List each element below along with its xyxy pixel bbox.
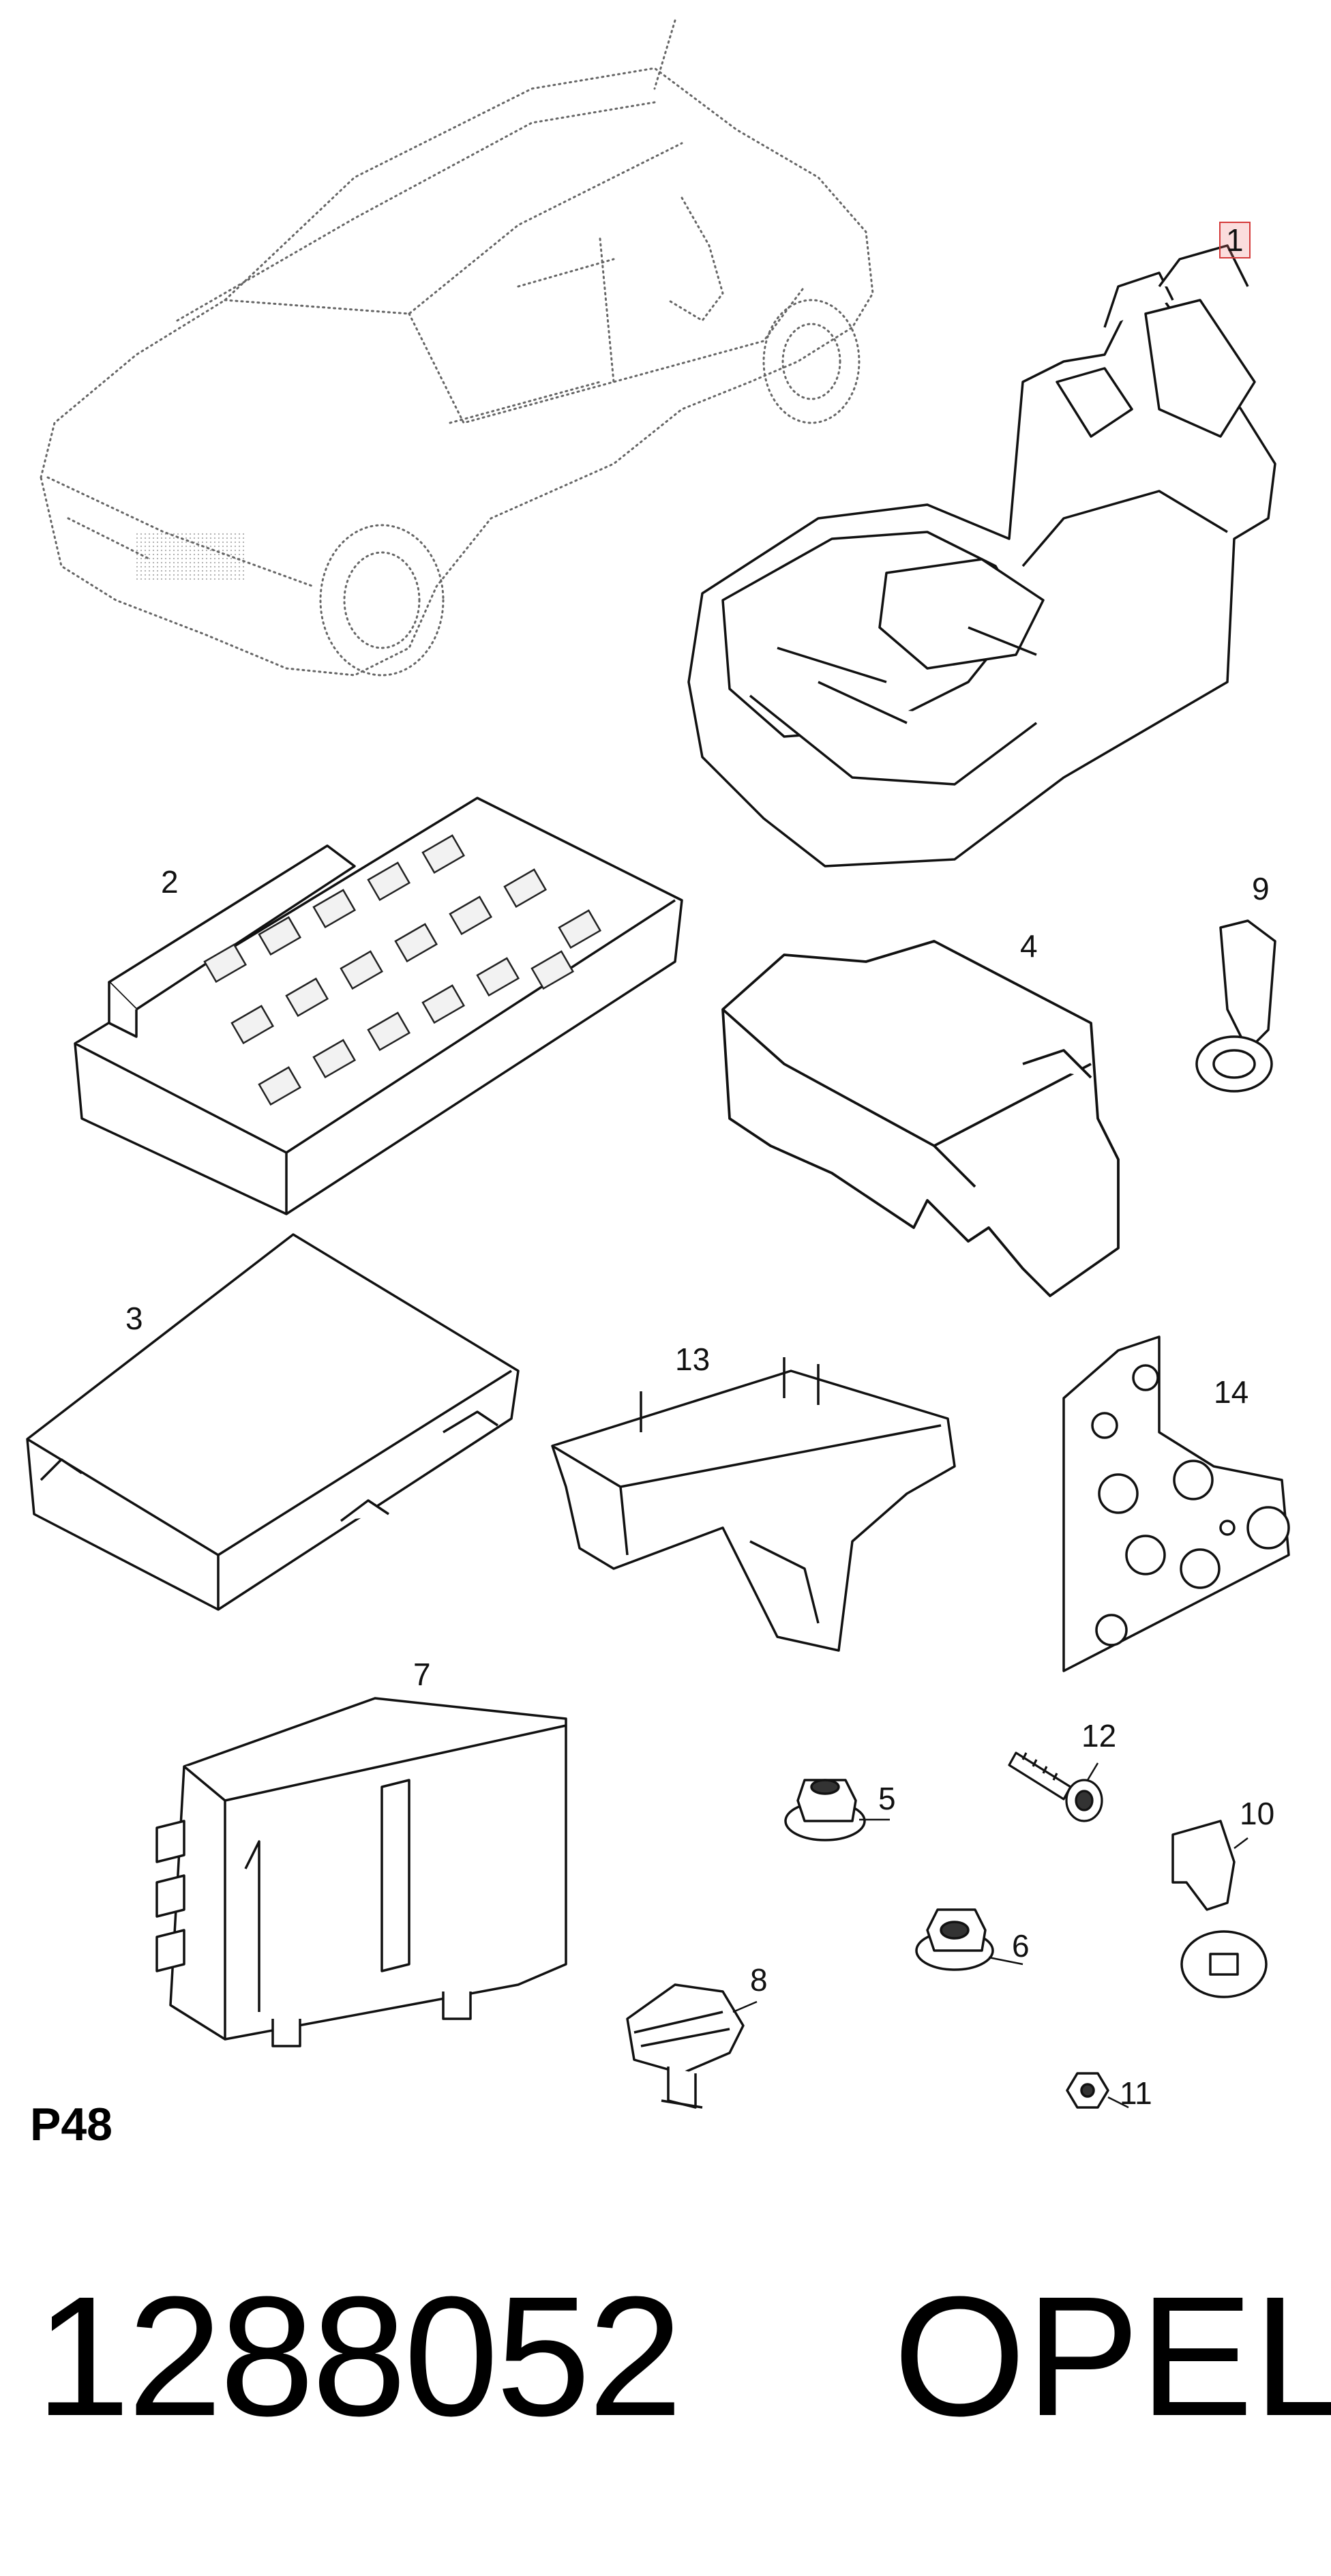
part-2-fuse-grid [203,834,602,1106]
callout-14[interactable]: 14 [1214,1374,1249,1410]
callout-4[interactable]: 4 [1020,928,1038,964]
callout-8[interactable]: 8 [750,1962,768,1998]
vehicle-outline [40,19,874,677]
part-14-plate [1062,1335,1290,1672]
part-8-knob-screw [626,1983,745,2109]
callout-2[interactable]: 2 [161,864,179,900]
callout-5[interactable]: 5 [878,1781,896,1816]
part-5-flange-nut [784,1779,866,1841]
part-2-fuse-block [74,797,683,1215]
callout-9[interactable]: 9 [1252,871,1270,906]
callout-13[interactable]: 13 [675,1342,711,1377]
leader-lines [732,1762,1248,2109]
part-number: 1288052 [35,2261,683,2451]
callout-1[interactable]: 1 [1219,222,1251,258]
callout-7[interactable]: 7 [413,1657,431,1692]
grille-texture [136,532,245,580]
part-1-fuse-box-carrier [687,244,1276,868]
part-9-clip [1195,919,1276,1093]
callout-6[interactable]: 6 [1012,1928,1030,1964]
part-13-bracket [551,1357,956,1652]
callout-12[interactable]: 12 [1081,1718,1117,1753]
part-12-screw [1008,1751,1103,1822]
part-4-cover-cap [721,940,1120,1297]
part-7-control-module [155,1697,567,2047]
brand-name: OPEL [893,2261,1331,2451]
part-6-nut [915,1908,994,1971]
part-10-clip [1171,1820,1268,1998]
page-code: P48 [30,2099,113,2150]
part-11-small-nut [1066,2072,1109,2109]
part-3-cover [26,1233,520,1611]
callout-10[interactable]: 10 [1240,1796,1275,1831]
callout-3[interactable]: 3 [125,1301,143,1336]
callout-11[interactable]: 11 [1120,2075,1152,2111]
